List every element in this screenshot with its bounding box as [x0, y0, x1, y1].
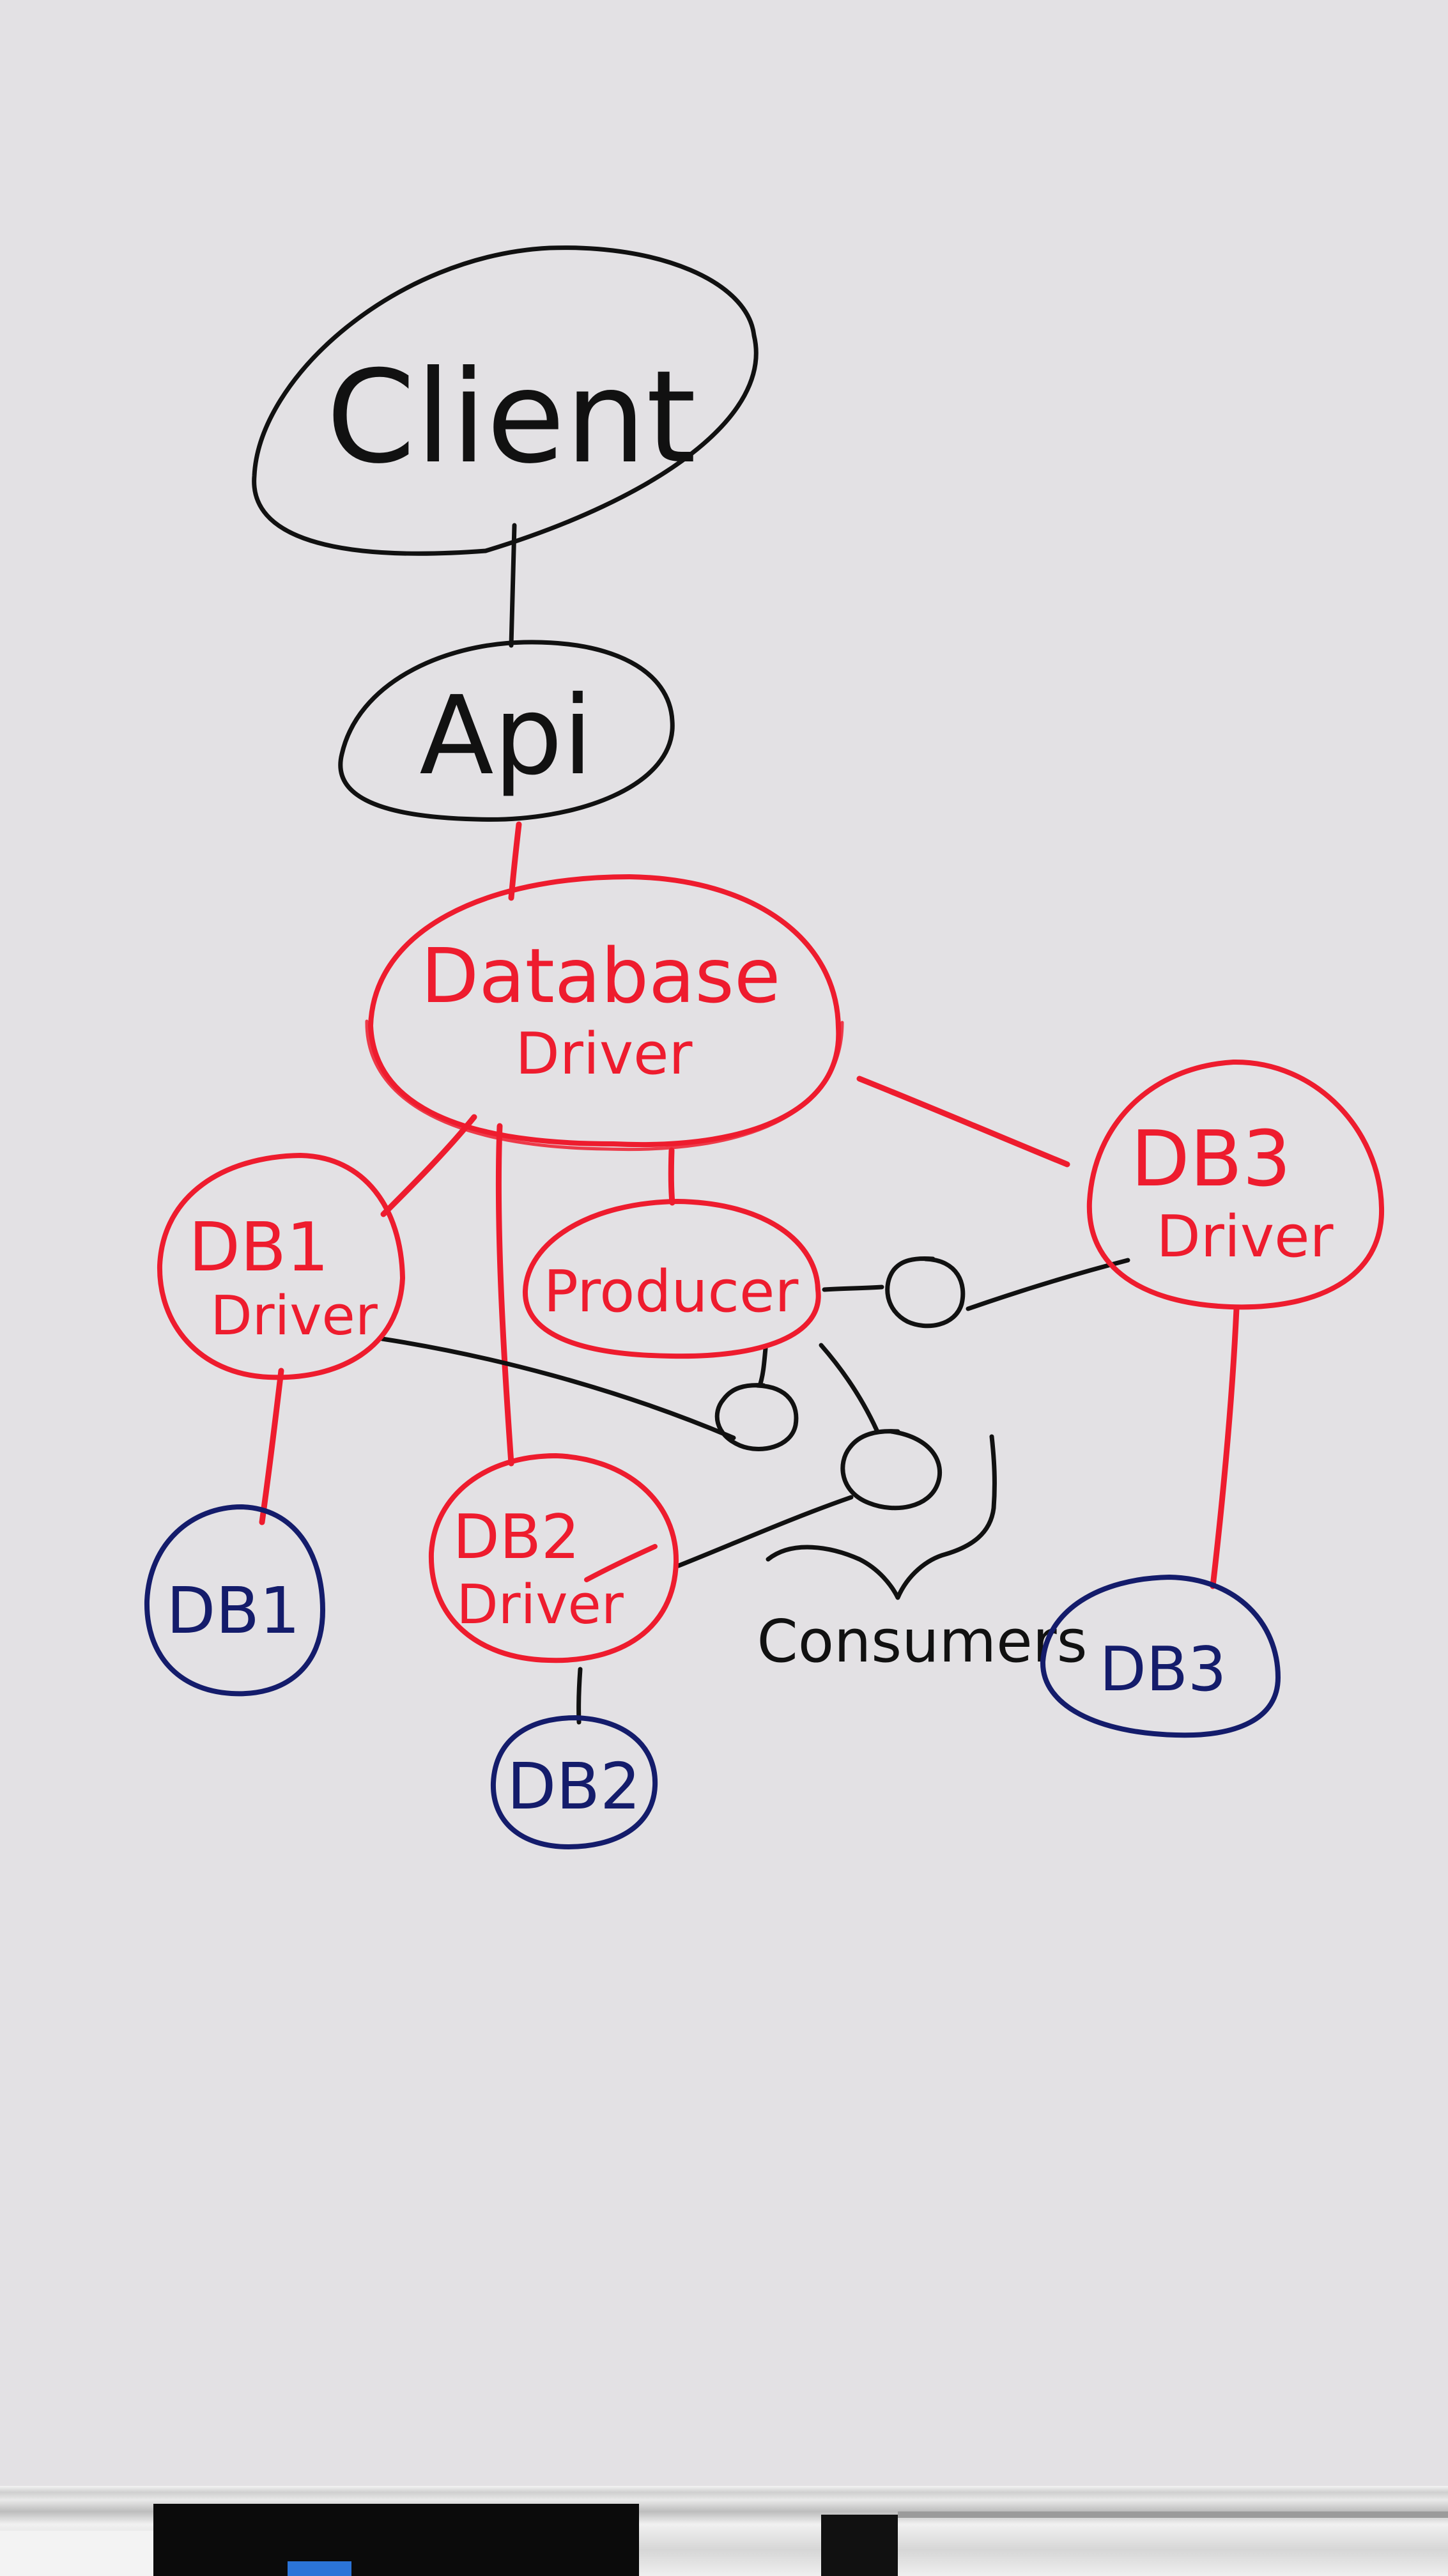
- node-db2-driver-outline: [428, 1453, 679, 1663]
- node-api-label: Api: [419, 673, 592, 799]
- edge-db1-driver-consumer-2: [380, 1336, 736, 1440]
- marker-cap-blue: [288, 2561, 351, 2576]
- node-db3-driver-label-line-1: DB3: [1130, 1115, 1291, 1204]
- node-db1: DB1: [144, 1504, 325, 1697]
- node-db1-driver-label-line-1: DB1: [189, 1208, 329, 1286]
- node-database-driver-outline: [368, 874, 842, 1148]
- node-db2-label: DB2: [507, 1749, 640, 1824]
- node-database-driver-label-line-1: Database: [420, 932, 780, 1020]
- node-db2: DB2: [490, 1715, 658, 1849]
- edge-database-driver-db2-driver: [495, 1123, 514, 1467]
- node-database-driver: Database Driver: [365, 874, 844, 1152]
- node-client-outline: [252, 245, 759, 556]
- node-api: Api: [338, 640, 675, 822]
- node-api-outline: [338, 640, 675, 822]
- node-producer-outline: [522, 1199, 821, 1359]
- edge-producer-consumer-1: [822, 1284, 884, 1292]
- tray-ledge: [898, 2511, 1448, 2518]
- node-db1-outline: [144, 1504, 325, 1697]
- edge-producer-consumer-3: [819, 1343, 879, 1433]
- edge-db3-driver-db3: [1210, 1306, 1240, 1589]
- edge-database-driver-db3-driver: [856, 1076, 1070, 1168]
- edge-database-driver-db1-driver: [380, 1114, 477, 1217]
- consumer-circle-2: [714, 1383, 799, 1451]
- node-db3-driver-outline: [1086, 1059, 1385, 1310]
- node-db3-outline: [1040, 1575, 1281, 1738]
- node-producer-label: Producer: [544, 1258, 799, 1325]
- whiteboard-tray: [0, 2486, 1448, 2576]
- edge-db1-driver-db1: [259, 1368, 284, 1525]
- node-database-driver-label-line-2: Driver: [516, 1021, 693, 1088]
- eraser: [153, 2504, 639, 2576]
- edge-producer-consumer-2: [758, 1346, 768, 1386]
- node-db2-outline: [490, 1715, 658, 1849]
- node-client: Client: [252, 245, 759, 556]
- node-database-driver-outline-retrace: [365, 1019, 844, 1152]
- tray-object-left: [0, 2531, 153, 2576]
- node-db1-driver-label-line-2: Driver: [210, 1284, 378, 1348]
- node-db2-driver-label-line-1: DB2: [453, 1502, 580, 1573]
- edge-db2-driver-db2: [576, 1667, 583, 1725]
- node-db2-driver-label-underline: [584, 1544, 658, 1582]
- node-client-label: Client: [326, 343, 696, 492]
- consumers: Consumers: [714, 1256, 1088, 1676]
- node-db2-driver: DB2 Driver: [428, 1453, 679, 1663]
- consumers-brace: [766, 1434, 997, 1600]
- node-db3-driver: DB3 Driver: [1086, 1059, 1385, 1310]
- node-producer: Producer: [522, 1199, 821, 1359]
- consumer-circle-3: [840, 1429, 943, 1511]
- node-db1-driver-outline: [157, 1153, 405, 1380]
- node-db2-driver-label-line-2: Driver: [456, 1573, 624, 1637]
- tray-object-middle: [821, 2515, 898, 2576]
- edge-db2-driver-consumer-3: [676, 1495, 854, 1568]
- node-db3-driver-label-line-2: Driver: [1157, 1203, 1334, 1270]
- node-db3: DB3: [1040, 1575, 1281, 1738]
- node-db1-driver: DB1 Driver: [157, 1153, 405, 1380]
- node-db3-label: DB3: [1100, 1635, 1227, 1705]
- connectors: [259, 523, 1240, 1725]
- consumer-circle-1: [885, 1256, 966, 1329]
- edge-client-api: [509, 523, 517, 648]
- node-db1-label: DB1: [166, 1573, 300, 1648]
- edge-database-driver-producer: [668, 1147, 675, 1206]
- edge-consumer-1-db3-driver: [966, 1258, 1130, 1311]
- consumers-label: Consumers: [757, 1607, 1087, 1676]
